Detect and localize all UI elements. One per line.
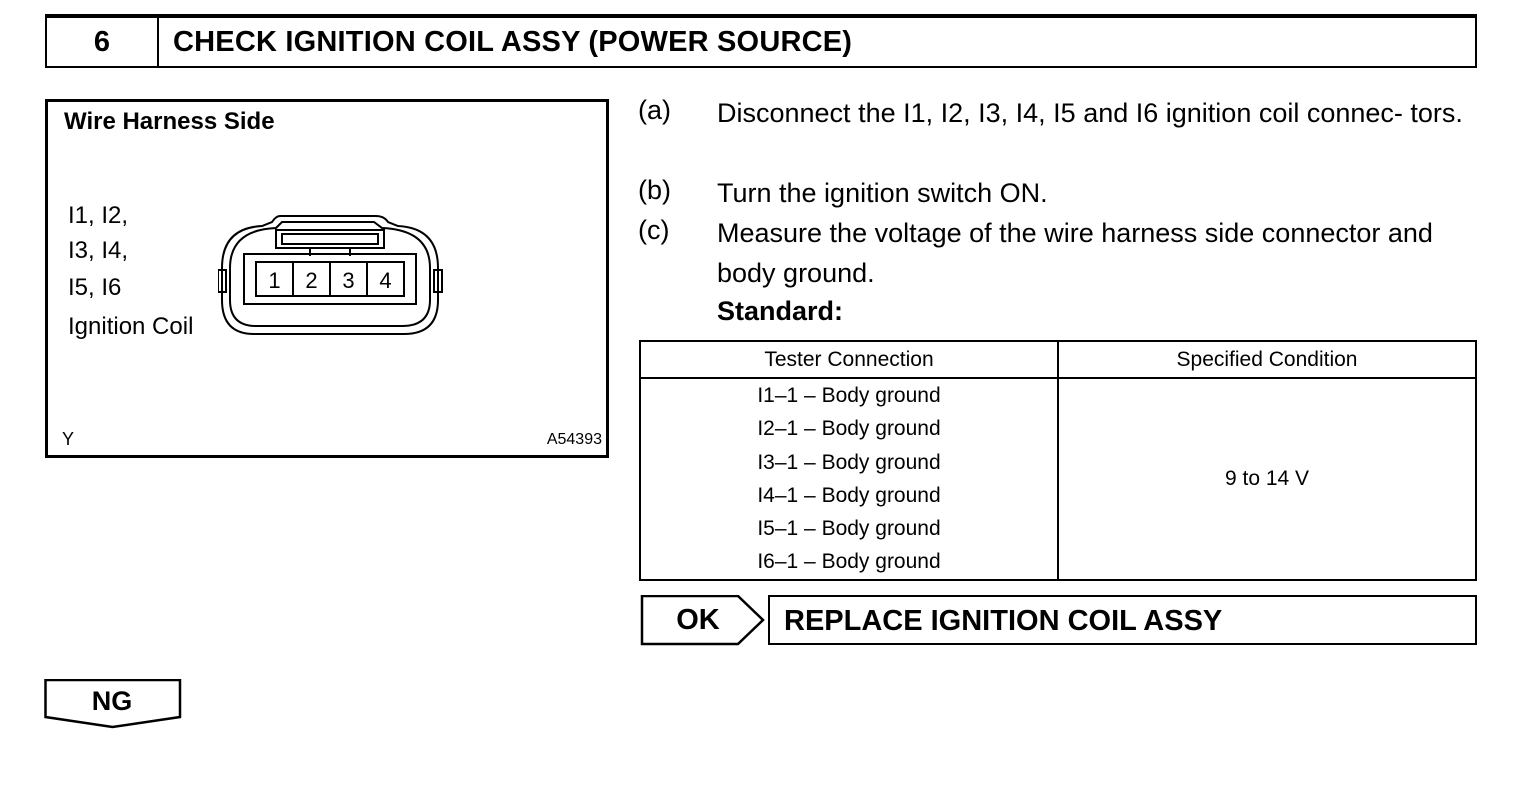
step-header: 6 CHECK IGNITION COIL ASSY (POWER SOURCE… — [45, 16, 1477, 68]
specified-condition-cell: 9 to 14 V — [1057, 377, 1477, 581]
ok-arrow-tag — [640, 595, 765, 646]
top-rule — [45, 14, 1477, 16]
connection-i5: I5–1 – Body ground — [757, 517, 941, 541]
figure-label-line-3: I5, I6 — [68, 274, 122, 301]
ok-action-box: REPLACE IGNITION COIL ASSY — [768, 595, 1477, 645]
figure-label-line-1: I1, I2, — [68, 202, 129, 229]
connection-i3: I3–1 – Body ground — [757, 450, 941, 474]
instruction-a-label: (a) — [638, 95, 671, 125]
instruction-c-label: (c) — [638, 215, 670, 245]
connection-i1: I1–1 – Body ground — [757, 384, 941, 407]
pin-3: 3 — [342, 268, 354, 293]
instruction-c-text: Measure the voltage of the wire harness … — [717, 218, 1433, 288]
pin-1: 1 — [268, 268, 280, 293]
spec-table-header-row: Tester Connection Specified Condition — [639, 340, 1477, 379]
connection-i2: I2–1 – Body ground — [757, 417, 941, 441]
figure-corner-mark: Y — [62, 429, 75, 449]
tester-connection-cell: I1–1 – Body ground I2–1 – Body ground I3… — [639, 377, 1059, 581]
step-title: CHECK IGNITION COIL ASSY (POWER SOURCE) — [173, 25, 853, 58]
connector-diagram: 1 2 3 4 — [218, 215, 443, 335]
ok-label: OK — [676, 604, 720, 636]
instruction-b-text: Turn the ignition switch ON. — [717, 178, 1048, 208]
table-row: I1–1 – Body ground I2–1 – Body ground I3… — [639, 377, 1477, 581]
instruction-a-text: Disconnect the I1, I2, I3, I4, I5 and I6… — [717, 98, 1463, 128]
figure-label-line-4: Ignition Coil — [68, 313, 194, 340]
header-specified-condition: Specified Condition — [1057, 340, 1477, 379]
figure-code: A54393 — [546, 431, 602, 448]
header-tester-connection: Tester Connection — [639, 340, 1059, 379]
instruction-b-label: (b) — [638, 175, 671, 205]
pin-4: 4 — [379, 268, 391, 293]
figure-title: Wire Harness Side — [64, 108, 275, 135]
connector-figure: Wire Harness Side I1, I2, I3, I4, I5, I6… — [45, 99, 609, 458]
ok-action-text: REPLACE IGNITION COIL ASSY — [784, 605, 1223, 637]
connection-i6: I6–1 – Body ground — [757, 550, 941, 574]
spec-table: Tester Connection Specified Condition I1… — [639, 340, 1477, 581]
connection-i4: I4–1 – Body ground — [757, 483, 941, 507]
step-number: 6 — [47, 18, 159, 66]
ng-arrow-tag — [44, 679, 182, 729]
pin-2: 2 — [305, 268, 317, 293]
figure-label-line-2: I3, I4, — [68, 237, 129, 264]
standard-label: Standard: — [717, 296, 844, 326]
ng-label: NG — [91, 686, 133, 716]
